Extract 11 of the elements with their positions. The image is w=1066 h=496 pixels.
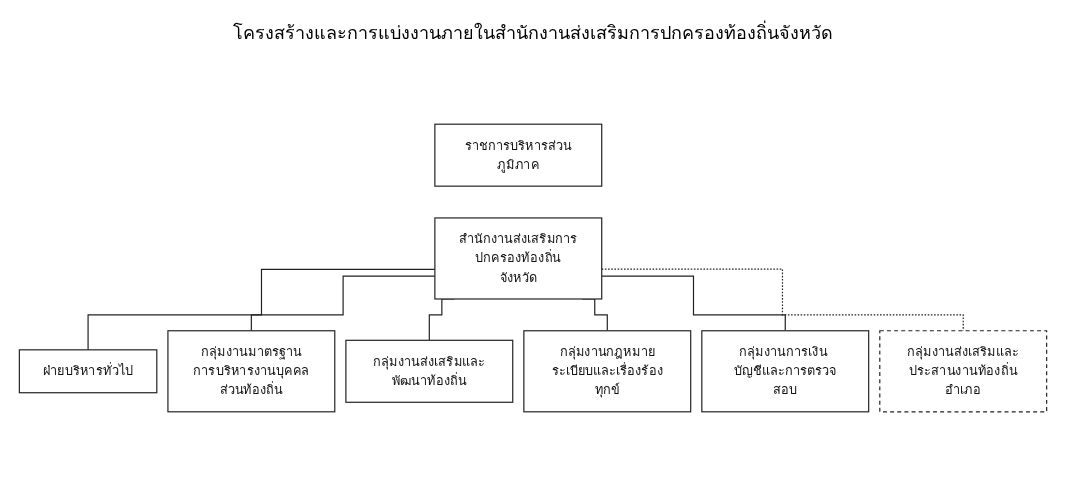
node-box: ฝ่ายบริหารทั่วไป (18, 349, 158, 394)
node-box: กลุ่มงานการเงิน บัญชีและการตรวจสอบ (701, 330, 870, 413)
node-box: ราชการบริหารส่วนภูมิภาค (434, 123, 603, 187)
node-box: กลุ่มงานส่งเสริมและประสานงานท้องถิ่นอำเภอ (879, 330, 1048, 413)
chart-title: โครงสร้างและการแบ่งงานภายในสำนักงานส่งเสริมการปกครองท้องถิ่นจังหวัด (232, 19, 834, 45)
connector (601, 268, 964, 332)
node-box: กลุ่มงานกฎหมายระเบียบและเรื่องร้องทุกข์ (523, 330, 692, 413)
node-box: กลุ่มงานมาตรฐานการบริหารงานบุคคลส่วนท้องถิ่น (167, 330, 336, 413)
connector (601, 275, 786, 332)
node-box: สำนักงานส่งเสริมการปกครองท้องถิ่นจังหวัด (434, 217, 603, 300)
node-box: กลุ่มงานส่งเสริมและพัฒนาท้องถิ่น (345, 339, 514, 403)
